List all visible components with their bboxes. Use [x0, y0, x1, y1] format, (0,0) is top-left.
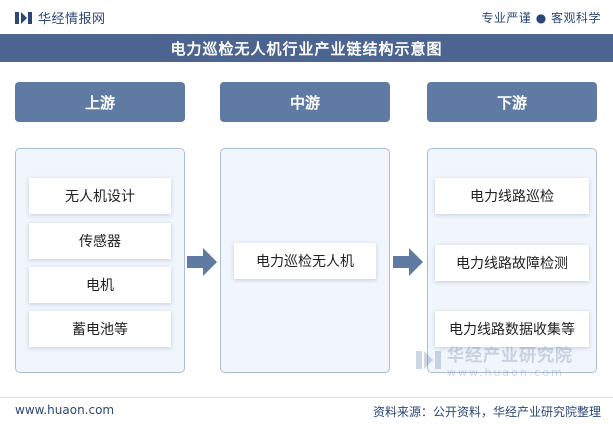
- panel-upstream: 无人机设计 传感器 电机 蓄电池等: [15, 148, 185, 373]
- stage-header-upstream: 上游: [15, 82, 185, 122]
- brand: 华经情报网: [15, 8, 106, 27]
- stage-header-downstream: 下游: [427, 82, 597, 122]
- upstream-item: 电机: [29, 267, 171, 303]
- upstream-item: 蓄电池等: [29, 311, 171, 347]
- downstream-item: 电力线路巡检: [435, 178, 589, 214]
- arrow-right-icon: [393, 248, 423, 276]
- brand-logo-icon: [15, 11, 32, 24]
- diagram-title: 电力巡检无人机行业产业链结构示意图: [0, 34, 613, 62]
- brand-name: 华经情报网: [38, 12, 106, 27]
- stage-header-midstream: 中游: [220, 82, 390, 122]
- watermark-logo-icon: [416, 351, 441, 369]
- upstream-item: 传感器: [29, 223, 171, 259]
- downstream-item: 电力线路数据收集等: [435, 311, 589, 347]
- footer-url[interactable]: www.huaon.com: [15, 403, 115, 417]
- arrow-right-icon: [187, 248, 217, 276]
- panel-midstream: 电力巡检无人机: [220, 148, 390, 373]
- slogan: 专业严谨 ● 客观科学: [481, 11, 601, 25]
- top-bar: 华经情报网 专业严谨 ● 客观科学: [0, 0, 613, 34]
- footer: www.huaon.com 资料来源：公开资料，华经产业研究院整理: [0, 397, 613, 424]
- panel-downstream: 电力线路巡检 电力线路故障检测 电力线路数据收集等: [427, 148, 597, 373]
- watermark: 华经产业研究院 www.huaon.com: [416, 341, 573, 379]
- footer-source: 资料来源：公开资料，华经产业研究院整理: [372, 405, 601, 419]
- midstream-item: 电力巡检无人机: [234, 243, 376, 279]
- watermark-name: 华经产业研究院: [447, 346, 573, 366]
- upstream-item: 无人机设计: [29, 178, 171, 214]
- downstream-item: 电力线路故障检测: [435, 245, 589, 281]
- watermark-url: www.huaon.com: [447, 366, 564, 379]
